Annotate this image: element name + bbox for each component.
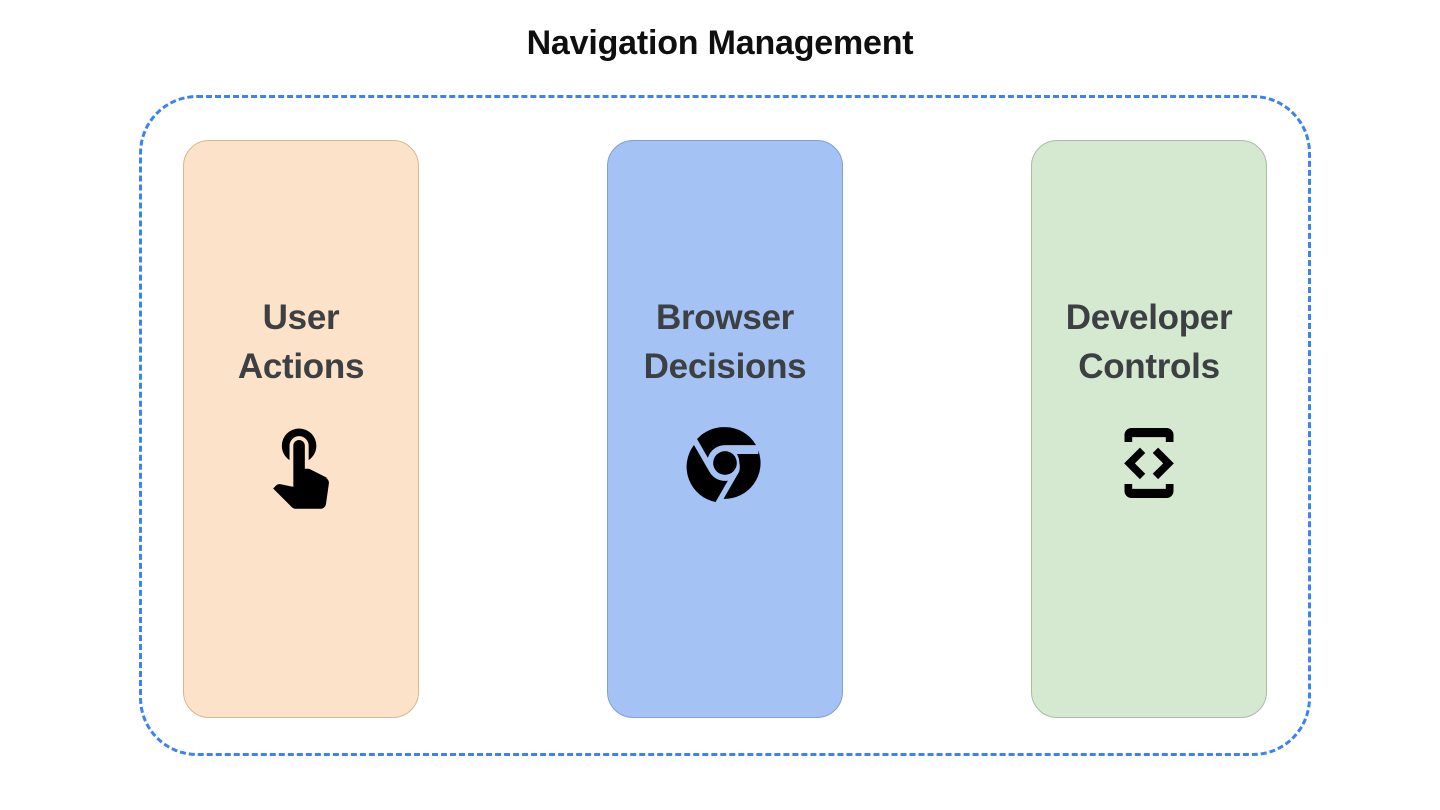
card-label-user-actions: User Actions — [237, 298, 365, 386]
chrome-logo-icon — [677, 415, 773, 511]
cards-row: User Actions Browser Decisions Develo — [183, 140, 1267, 718]
card-user-actions[interactable]: User Actions — [183, 140, 419, 718]
touch-app-icon — [253, 415, 349, 511]
card-label-developer-controls: Developer Controls — [1065, 298, 1233, 386]
card-browser-decisions[interactable]: Browser Decisions — [607, 140, 843, 718]
card-developer-controls[interactable]: Developer Controls — [1031, 140, 1267, 718]
card-label-browser-decisions: Browser Decisions — [643, 298, 807, 386]
dashed-group-container — [139, 95, 1311, 756]
developer-mode-icon — [1101, 415, 1197, 511]
page-title: Navigation Management — [526, 24, 914, 62]
